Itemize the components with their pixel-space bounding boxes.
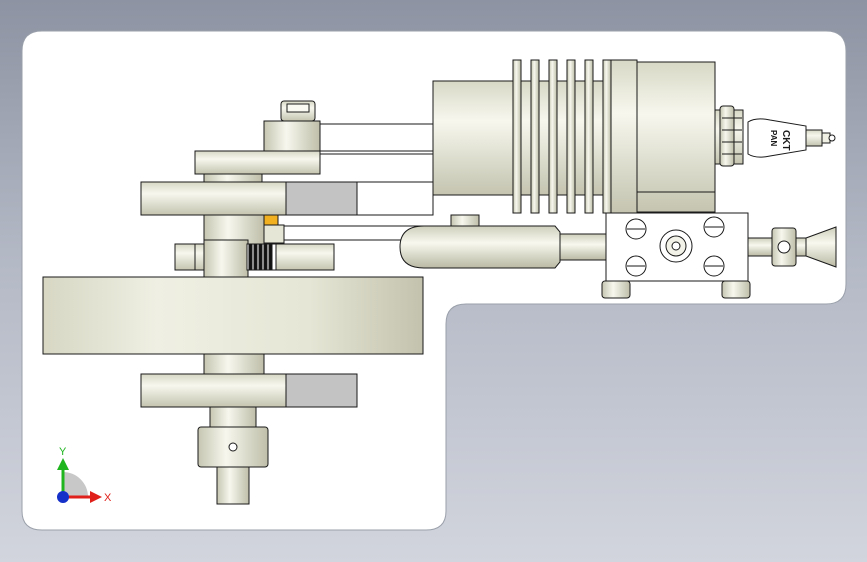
output-shaft <box>216 466 250 505</box>
connecting-rod <box>319 123 434 153</box>
exhaust-nozzle[interactable] <box>399 225 607 269</box>
hub-hole <box>228 442 238 452</box>
intake-fitting[interactable] <box>747 226 837 268</box>
spark-plug-brand-line2: PAN <box>769 130 778 147</box>
lower-shaft-assembly[interactable] <box>140 353 358 505</box>
crank-arm <box>194 150 321 175</box>
carburetor-block[interactable] <box>601 212 751 299</box>
carb-screw <box>625 255 647 277</box>
flywheel[interactable] <box>42 276 424 355</box>
cylinder-head-block <box>610 59 638 214</box>
cylinder-body <box>432 80 514 196</box>
y-axis-label: Y <box>59 446 67 458</box>
spark-plug-brand-line1: CKT <box>780 130 791 151</box>
lower-plate-section <box>285 373 358 408</box>
upper-plate-section <box>285 181 358 216</box>
spark-plug[interactable]: CKT PAN <box>714 105 836 167</box>
coordinate-triad: Y X <box>57 446 112 504</box>
x-axis-label: X <box>104 492 112 504</box>
carb-screw <box>703 216 725 238</box>
gear-teeth <box>246 243 277 271</box>
carb-screw <box>703 255 725 277</box>
cylinder-head-assembly[interactable] <box>432 59 716 214</box>
gear-pulley-row[interactable] <box>174 239 335 279</box>
lower-plate <box>140 373 287 408</box>
intake-bell <box>805 226 837 268</box>
upper-plate <box>140 181 287 216</box>
z-axis-dot <box>57 491 69 503</box>
carb-screw <box>625 218 647 240</box>
